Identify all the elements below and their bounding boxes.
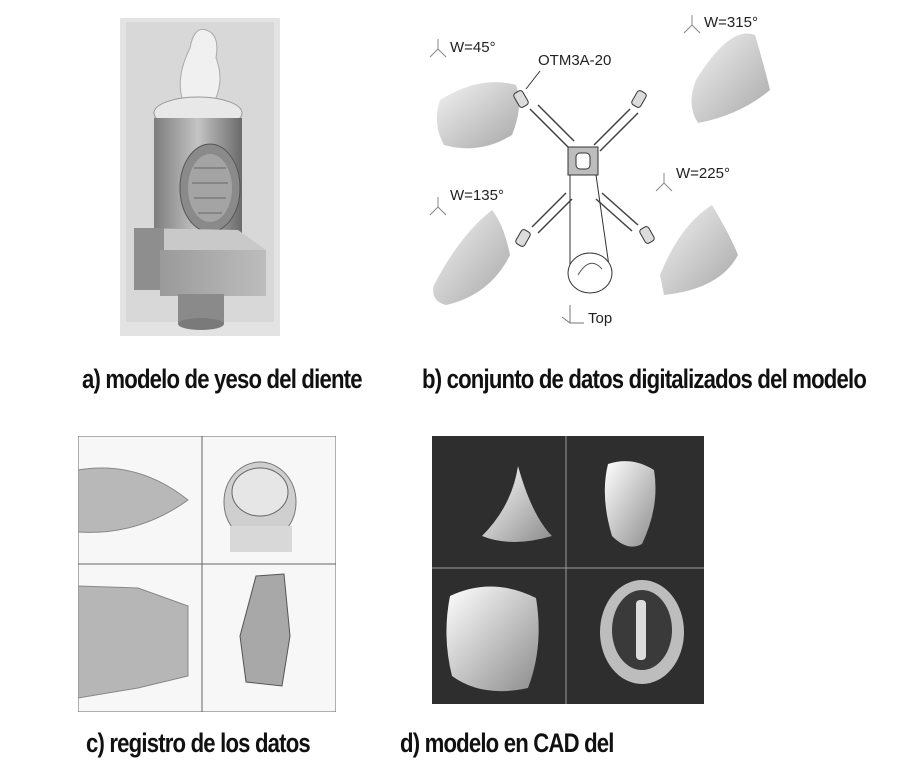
scan-w135 [433,210,510,305]
cad-model-grid [432,436,704,704]
label-top: Top [588,310,612,327]
scan-w225 [660,205,738,295]
plaster-model-photo [120,18,280,336]
data-registration-grid [78,436,336,712]
scan-w315 [691,33,770,124]
digitized-data-diagram: W=45° W=315° W=135° W=225° OTM3A-20 Top [429,14,770,327]
label-w315: W=315° [704,14,758,31]
axis-icon [429,15,701,216]
label-device: OTM3A-20 [538,52,611,69]
caption-a: a) modelo de yeso del diente [82,364,363,394]
caption-c: c) registro de los datos [86,728,311,758]
label-w45: W=45° [450,39,496,56]
caption-d: d) modelo en CAD del [400,728,614,758]
label-w225: W=225° [676,165,730,182]
scan-w45 [436,82,520,149]
sensor-icon [513,90,655,247]
caption-b: b) conjunto de datos digitalizados del m… [422,364,867,394]
label-w135: W=135° [450,187,504,204]
